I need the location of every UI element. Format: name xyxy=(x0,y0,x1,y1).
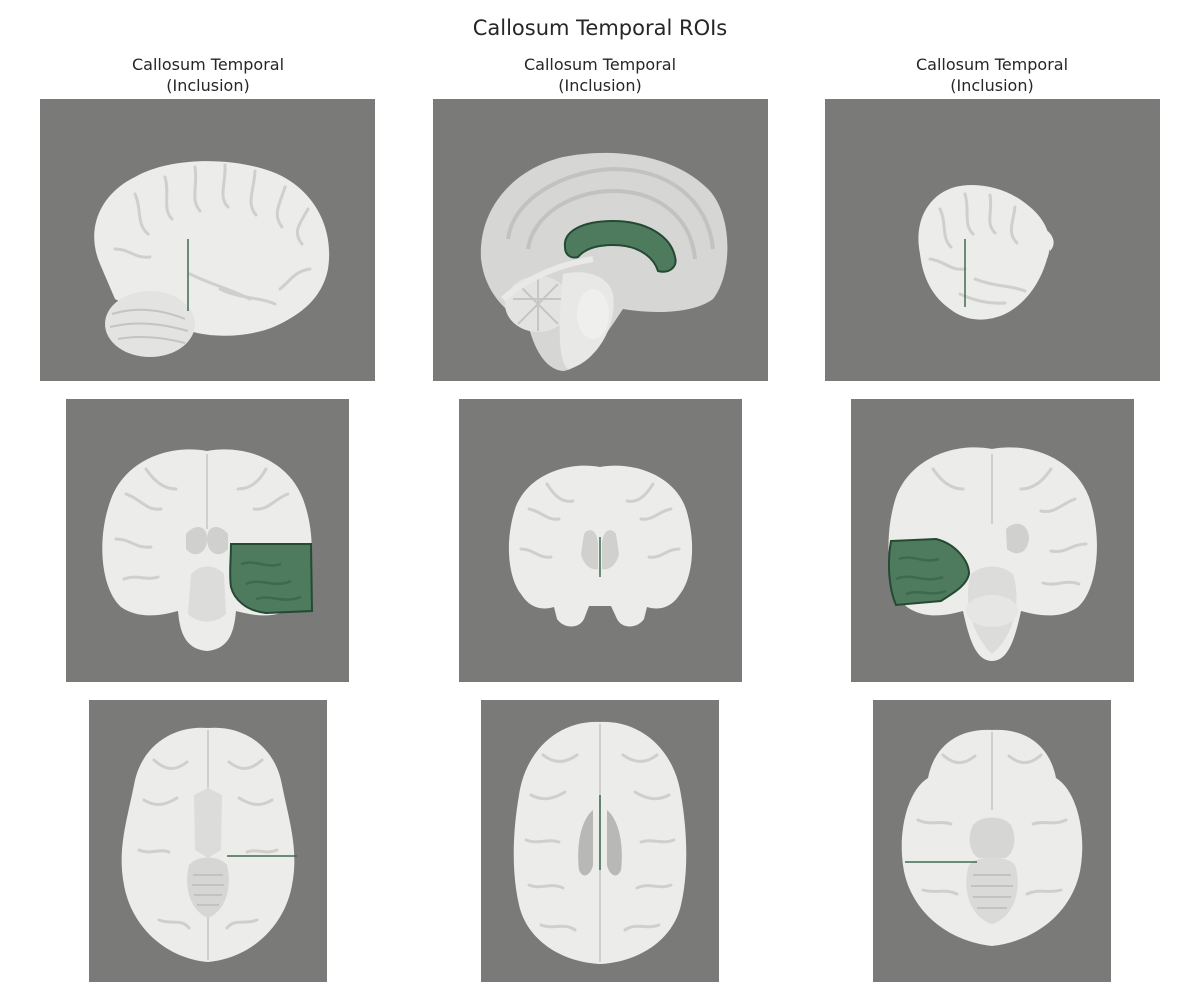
column-title-3-line-2: (Inclusion) xyxy=(950,76,1034,95)
axial-brain-image-1 xyxy=(121,727,297,962)
column-title-2-line-2: (Inclusion) xyxy=(558,76,642,95)
panel-axial-left xyxy=(89,700,327,982)
coronal-brain-image-3 xyxy=(887,447,1097,661)
panel-axial-right xyxy=(873,700,1111,982)
sagittal-brain-image-3 xyxy=(918,185,1054,320)
coronal-brain-image-2 xyxy=(508,465,693,627)
panel-coronal-left xyxy=(66,399,349,682)
panel-sagittal-midline xyxy=(433,99,768,381)
panel-coronal-middle xyxy=(459,399,742,682)
column-title-2-line-1: Callosum Temporal xyxy=(523,55,677,74)
sagittal-brain-image-1 xyxy=(94,161,330,357)
column-title-3-line-1: Callosum Temporal xyxy=(915,55,1069,74)
coronal-brain-image-1 xyxy=(102,449,314,651)
panel-coronal-right xyxy=(851,399,1134,682)
column-title-1-line-1: Callosum Temporal xyxy=(131,55,285,74)
panel-sagittal-right xyxy=(825,99,1160,381)
figure-title: Callosum Temporal ROIs xyxy=(472,16,728,40)
column-title-1: Callosum Temporal (Inclusion) xyxy=(40,54,376,96)
axial-brain-image-2 xyxy=(513,721,687,964)
column-title-3: Callosum Temporal (Inclusion) xyxy=(824,54,1160,96)
panel-axial-middle xyxy=(481,700,719,982)
axial-brain-image-3 xyxy=(901,729,1083,946)
column-title-2: Callosum Temporal (Inclusion) xyxy=(432,54,768,96)
column-title-1-line-2: (Inclusion) xyxy=(166,76,250,95)
panel-sagittal-left xyxy=(40,99,375,381)
sagittal-brain-image-2 xyxy=(480,152,728,371)
